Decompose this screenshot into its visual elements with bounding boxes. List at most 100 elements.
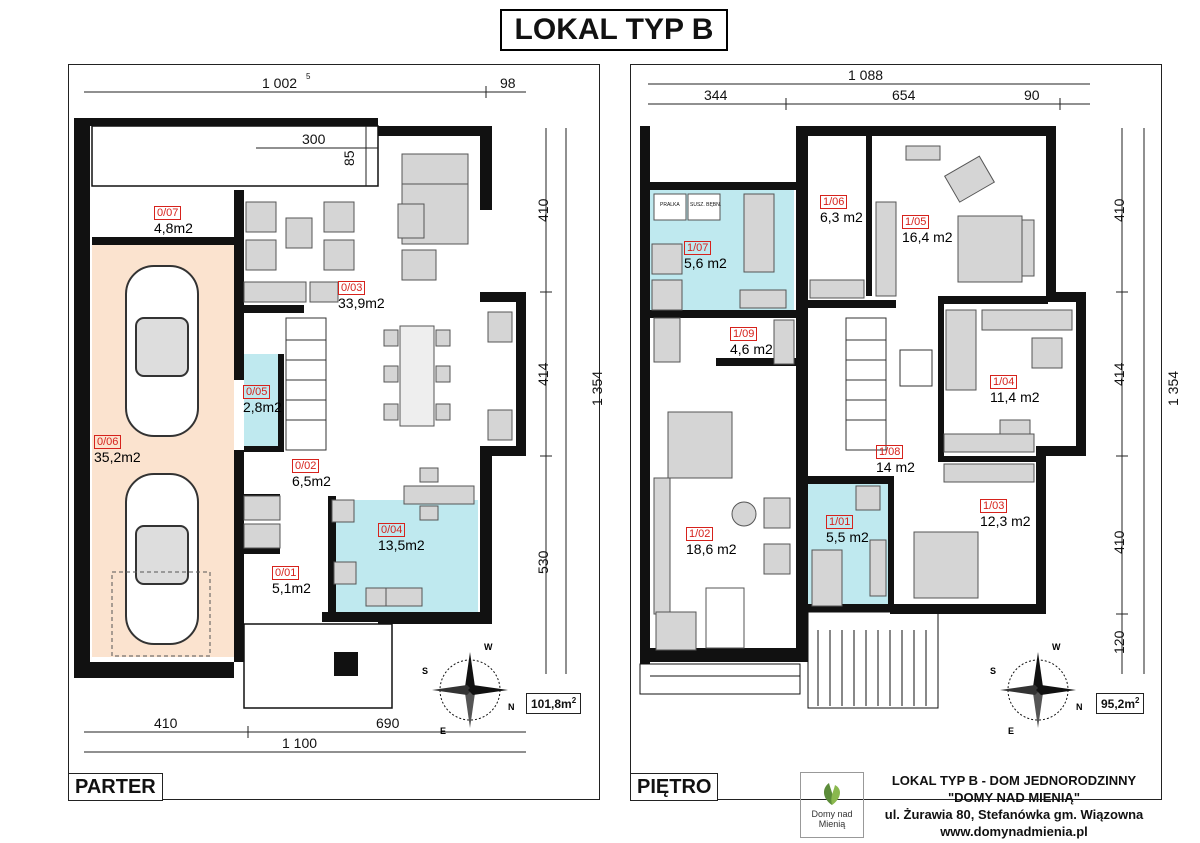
info-line-4: www.domynadmienia.pl xyxy=(940,824,1088,839)
ground-floor-label: PARTER xyxy=(68,773,163,801)
room-label-1-04: 1/04 11,4 m2 xyxy=(990,372,1040,405)
room-area: 35,2m2 xyxy=(94,449,141,465)
room-area: 12,3 m2 xyxy=(980,513,1031,529)
info-line-3: ul. Żurawia 80, Stefanówka gm. Wiązowna xyxy=(884,807,1144,822)
logo-text: Domy nad Mienią xyxy=(811,809,853,829)
dim-upper-right-2: 414 xyxy=(1111,362,1127,386)
dim-bottom-total: 1 100 xyxy=(282,735,317,751)
room-label-1-09: 1/09 4,6 m2 xyxy=(730,324,773,357)
room-area: 6,5m2 xyxy=(292,473,331,489)
room-code: 1/02 xyxy=(686,527,714,541)
dim-upper-right-1: 410 xyxy=(1111,198,1127,222)
room-label-1-05: 1/05 16,4 m2 xyxy=(902,212,953,245)
car-icon xyxy=(125,265,199,645)
dim-top-total: 1 088 xyxy=(848,67,883,83)
compass-n: N xyxy=(508,702,515,712)
dim-bottom-right: 690 xyxy=(376,715,400,731)
room-label-0-06: 0/06 35,2m2 xyxy=(94,432,141,465)
dim-upper-right-4: 120 xyxy=(1111,630,1127,654)
ground-floor-walls xyxy=(74,118,526,678)
appliance-washer-label: PRALKA xyxy=(660,202,680,208)
room-label-0-02: 0/02 6,5m2 xyxy=(292,456,331,489)
room-area: 18,6 m2 xyxy=(686,541,737,557)
room-label-0-04: 0/04 13,5m2 xyxy=(378,520,425,553)
compass-e: E xyxy=(1008,726,1014,736)
dim-top-a: 344 xyxy=(704,87,728,103)
upper-total-area-badge: 95,2m2 xyxy=(1096,693,1145,714)
room-code: 1/04 xyxy=(990,375,1018,389)
room-label-0-07: 0/07 4,8m2 xyxy=(154,203,193,236)
dim-top-c: 90 xyxy=(1024,87,1040,103)
info-line-1: LOKAL TYP B - DOM JEDNORODZINNY xyxy=(891,773,1137,788)
dim-upper-right-total: 1 354 xyxy=(1165,371,1181,406)
room-label-1-02: 1/02 18,6 m2 xyxy=(686,524,737,557)
room-code: 1/07 xyxy=(684,241,712,255)
compass-w: W xyxy=(1052,642,1061,652)
room-label-0-01: 0/01 5,1m2 xyxy=(272,563,311,596)
dim-top-main-sup: 5 xyxy=(306,72,311,81)
room-area: 5,1m2 xyxy=(272,580,311,596)
room-code: 1/09 xyxy=(730,327,758,341)
room-area: 4,8m2 xyxy=(154,220,193,236)
room-area: 16,4 m2 xyxy=(902,229,953,245)
compass-n: N xyxy=(1076,702,1083,712)
dim-top-right: 98 xyxy=(500,75,516,91)
room-area: 33,9m2 xyxy=(338,295,385,311)
dim-right-total: 1 354 xyxy=(589,371,605,406)
upper-floor-panel xyxy=(630,64,1162,800)
upper-floor-furniture xyxy=(651,145,1073,651)
room-area: 2,8m2 xyxy=(243,399,282,415)
drawing-title: LOKAL TYP B xyxy=(500,9,728,51)
ground-dimension-lines xyxy=(84,86,567,753)
room-label-1-08: 1/08 14 m2 xyxy=(876,442,915,475)
room-area: 6,3 m2 xyxy=(820,209,863,225)
company-logo: Domy nad Mienią xyxy=(800,772,864,838)
balcony-rail xyxy=(650,630,927,706)
room-label-1-06: 1/06 6,3 m2 xyxy=(820,192,863,225)
room-label-1-03: 1/03 12,3 m2 xyxy=(980,496,1031,529)
room-code: 0/03 xyxy=(338,281,366,295)
dim-bottom-left: 410 xyxy=(154,715,178,731)
room-label-0-03: 0/03 33,9m2 xyxy=(338,278,385,311)
room-label-0-05: 0/05 2,8m2 xyxy=(243,382,282,415)
room-area: 5,6 m2 xyxy=(684,255,727,271)
ground-total-area-badge: 101,8m2 xyxy=(526,693,582,714)
ground-total-area: 101,8m xyxy=(531,697,572,711)
room-area: 13,5m2 xyxy=(378,537,425,553)
wc-area xyxy=(244,354,278,446)
compass-s: S xyxy=(990,666,996,676)
dim-top-b: 654 xyxy=(892,87,916,103)
appliance-dryer-label: SUSZ. BĘBN. xyxy=(690,202,721,208)
room-code: 0/07 xyxy=(154,206,182,220)
room-code: 0/05 xyxy=(243,385,271,399)
compass-s: S xyxy=(422,666,428,676)
dim-terrace-h: 85 xyxy=(341,150,357,166)
upper-total-area: 95,2m xyxy=(1101,697,1136,711)
room-code: 1/01 xyxy=(826,515,854,529)
dim-right-2: 414 xyxy=(535,362,551,386)
upper-dimension-lines xyxy=(648,83,1145,674)
room-area: 11,4 m2 xyxy=(990,389,1040,405)
room-area: 4,6 m2 xyxy=(730,341,773,357)
stairs-upper xyxy=(845,317,933,451)
upper-floor-walls xyxy=(640,126,1086,664)
room-code: 0/06 xyxy=(94,435,122,449)
dim-right-1: 410 xyxy=(535,198,551,222)
room-code: 0/02 xyxy=(292,459,320,473)
room-label-1-07: 1/07 5,6 m2 xyxy=(684,238,727,271)
room-code: 0/04 xyxy=(378,523,406,537)
compass-w: W xyxy=(484,642,493,652)
room-code: 1/05 xyxy=(902,215,930,229)
room-code: 0/01 xyxy=(272,566,300,580)
dim-terrace-w: 300 xyxy=(302,131,326,147)
dim-right-3: 530 xyxy=(535,550,551,574)
upper-floor-label: PIĘTRO xyxy=(630,773,719,801)
room-code: 1/03 xyxy=(980,499,1008,513)
room-code: 1/08 xyxy=(876,445,904,459)
info-line-2: "DOMY NAD MIENIĄ" xyxy=(948,790,1080,805)
compass-icon: W S N E xyxy=(422,642,515,736)
room-label-1-01: 1/01 5,5 m2 xyxy=(826,512,869,545)
